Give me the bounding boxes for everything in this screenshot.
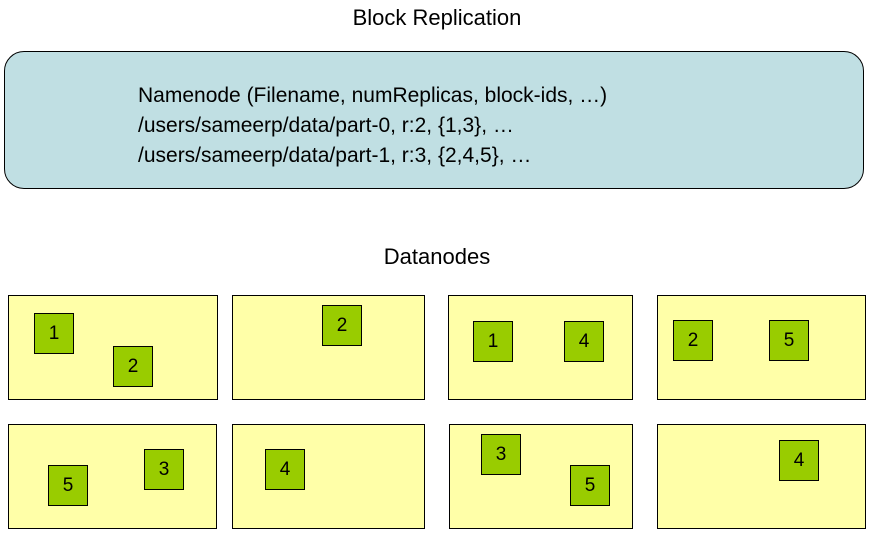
block-square: 5 (570, 465, 610, 506)
block-square: 1 (473, 321, 513, 362)
block-square: 2 (113, 346, 153, 387)
block-square: 3 (481, 434, 521, 475)
block-square: 5 (48, 465, 88, 506)
block-square: 5 (769, 320, 809, 361)
namenode-text: Namenode (Filename, numReplicas, block-i… (138, 84, 608, 167)
datanode-box: 2 (232, 295, 425, 400)
namenode-box: Namenode (Filename, numReplicas, block-i… (4, 51, 864, 189)
block-square: 2 (673, 320, 713, 361)
block-square: 4 (564, 321, 604, 362)
datanodes-heading: Datanodes (383, 244, 491, 269)
block-square: 3 (144, 449, 184, 490)
page-title: Block Replication (352, 5, 522, 30)
block-square: 1 (34, 313, 74, 354)
block-square: 2 (322, 305, 362, 346)
block-square: 4 (779, 440, 819, 481)
datanode-box: 4 (232, 424, 425, 529)
block-square: 4 (265, 449, 305, 490)
datanode-box: 4 (657, 424, 866, 529)
